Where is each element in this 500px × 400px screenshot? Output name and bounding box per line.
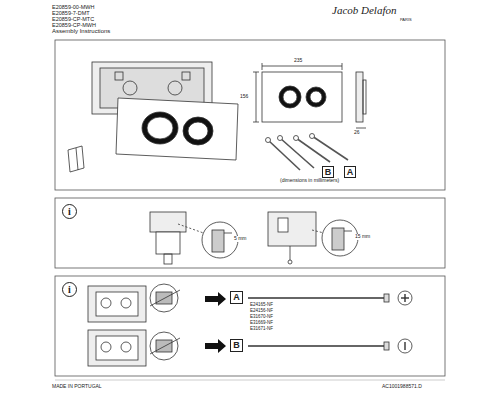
info-letter: i — [68, 285, 71, 295]
box-letter: A — [233, 293, 240, 302]
note: (dimensions in millimeters) — [280, 178, 339, 184]
dimension: 15 mm — [355, 234, 370, 240]
dimension: 26 — [354, 130, 360, 136]
document-title: Assembly Instructions — [52, 28, 110, 35]
footer-note: MADE IN PORTUGAL — [52, 384, 102, 390]
info-letter: i — [68, 207, 71, 217]
info-icon: i — [62, 204, 77, 219]
box-letter: B — [233, 341, 240, 350]
box-letter: A — [347, 168, 354, 177]
part-code: E31670-NF — [250, 315, 273, 320]
document-code: AC1001988571.D — [382, 384, 422, 390]
letter-box: B — [230, 339, 243, 352]
model-code: E20859-CP-MTC — [52, 16, 94, 22]
dimension: 156 — [240, 94, 248, 100]
model-code: E20859-00-MWH — [52, 4, 95, 10]
part-code: E24156-NF — [250, 309, 273, 314]
dimension: 235 — [294, 58, 302, 64]
info-icon: i — [62, 282, 77, 297]
model-code: E20859-CP-MWH — [52, 22, 96, 28]
part-code: E24165-NF — [250, 303, 273, 308]
part-code: E31671-NF — [250, 327, 273, 332]
brand-signature: Jacob Delafon — [332, 4, 396, 16]
dimension: 5 mm — [234, 236, 247, 242]
part-code: E31669-NF — [250, 321, 273, 326]
letter-box: B — [322, 166, 334, 178]
letter-box: A — [344, 166, 356, 178]
brand-city: PARIS — [400, 18, 412, 22]
letter-box: A — [230, 291, 243, 304]
model-code: E20859-7-DMT — [52, 10, 90, 16]
box-letter: B — [325, 168, 332, 177]
